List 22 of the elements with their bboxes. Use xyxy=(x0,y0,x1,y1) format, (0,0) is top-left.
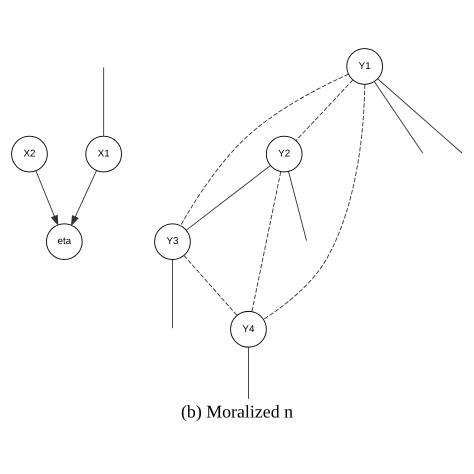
node-circle: X2 xyxy=(11,135,48,172)
node-circle: Y4 xyxy=(230,310,267,348)
connector xyxy=(248,346,249,399)
connector xyxy=(296,79,354,140)
node-circle: Y3 xyxy=(154,222,191,260)
connector xyxy=(377,78,462,154)
node-circle: X1 xyxy=(85,135,122,172)
connector xyxy=(103,66,104,136)
caption: (b) Moralized n xyxy=(180,400,294,421)
connector xyxy=(186,164,271,230)
connector xyxy=(172,258,173,328)
connector xyxy=(288,170,307,241)
node-circle: Y1 xyxy=(346,48,383,84)
connector xyxy=(184,254,238,316)
connector xyxy=(180,73,349,226)
arrow xyxy=(36,170,58,226)
arrow xyxy=(70,170,97,226)
connector xyxy=(374,80,424,153)
node-circle: eta xyxy=(46,222,83,260)
connector xyxy=(251,170,282,312)
node-circle: Y2 xyxy=(266,135,303,172)
connector xyxy=(263,84,366,320)
